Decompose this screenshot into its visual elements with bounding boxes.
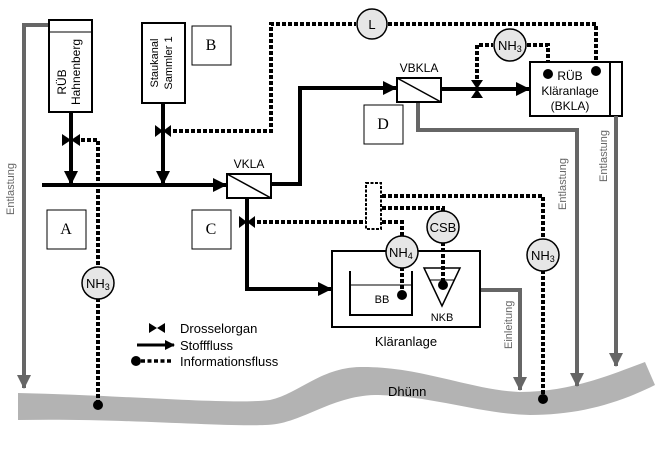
svg-text:Hahnenberg: Hahnenberg: [69, 39, 83, 105]
svg-text:BB: BB: [375, 294, 390, 306]
svg-text:B: B: [206, 37, 217, 54]
info-line-hahnenberg: [81, 138, 100, 268]
klaeranlage-label: Kläranlage: [375, 334, 437, 349]
discharge-line-vbkla: [416, 103, 584, 387]
sensor-nh4[interactable]: NH4: [385, 235, 419, 269]
discharge-line-left: [17, 23, 49, 389]
pipe-vkla-to-klaeranlage: [245, 198, 332, 296]
discharge-label-left: Entlastung: [5, 163, 17, 215]
sensor-dot-bkla-level: [591, 66, 601, 76]
sensor-nh3-top[interactable]: NH3: [493, 28, 527, 62]
info-line-controller-nh3-right: [382, 194, 545, 241]
svg-text:CSB: CSB: [430, 220, 457, 235]
controller-box: [365, 182, 382, 230]
pipe-vkla-to-vbkla: [271, 81, 397, 186]
info-line-nh3-top-valve: [475, 43, 493, 79]
svg-text:A: A: [60, 221, 72, 238]
svg-text:Sammler 1: Sammler 1: [163, 36, 175, 89]
svg-text:D: D: [377, 116, 389, 133]
sensor-dot-bkla-nh3: [543, 69, 553, 79]
sensor-dot-river-right: [538, 394, 548, 404]
einleitung-label: Einleitung: [503, 301, 515, 349]
splitter-vbkla: [396, 77, 442, 103]
zone-c-box: C: [191, 209, 232, 250]
discharge-label-mid: Entlastung: [557, 158, 569, 210]
svg-text:RÜB: RÜB: [55, 69, 69, 94]
zone-b-box: B: [191, 25, 232, 66]
legend: Drosselorgan Stofffluss Informationsflus…: [131, 321, 279, 369]
throttle-valve-hahnenberg[interactable]: [62, 134, 80, 146]
staukanal-sammler-tank: Staukanal Sammler 1: [141, 22, 186, 104]
discharge-label-right: Entlastung: [598, 130, 610, 182]
info-line-l-bkla: [388, 22, 598, 68]
svg-text:NKB: NKB: [431, 312, 454, 324]
sensor-csb[interactable]: CSB: [426, 210, 460, 244]
info-line-controller-nh4: [382, 220, 404, 237]
throttle-valve-staukanal[interactable]: [155, 125, 171, 137]
legend-information-flow-icon: [131, 356, 172, 366]
river-label: Dhünn: [388, 384, 426, 399]
sensor-nh3-right[interactable]: NH3: [526, 238, 560, 272]
sensor-dot-river-left: [93, 400, 103, 410]
legend-throttle-label: Drosselorgan: [180, 321, 257, 336]
svg-text:NH3: NH3: [531, 248, 555, 264]
vkla-label: VKLA: [234, 157, 265, 171]
sensor-nh3-left[interactable]: NH3: [81, 266, 115, 300]
legend-throttle-icon: [149, 323, 165, 333]
rueb-hahnenberg-tank: RÜB Hahnenberg: [48, 19, 93, 113]
river-dhuenn: [18, 362, 655, 426]
splitter-vkla: [226, 173, 272, 199]
throttle-valve-vkla[interactable]: [239, 216, 255, 228]
zone-a-box: A: [46, 209, 87, 250]
svg-text:RÜB: RÜB: [557, 69, 582, 83]
svg-text:NH3: NH3: [86, 276, 110, 292]
svg-text:NH4: NH4: [389, 245, 413, 261]
svg-text:NH3: NH3: [498, 38, 522, 54]
info-line-controller-csb: [382, 206, 445, 212]
svg-text:C: C: [206, 221, 217, 238]
sensor-level-l[interactable]: L: [356, 8, 388, 40]
sensor-dot-bb: [397, 290, 407, 300]
svg-text:(BKLA): (BKLA): [551, 99, 590, 113]
svg-text:L: L: [368, 17, 375, 32]
info-line-l-staukanal: [173, 22, 356, 133]
discharge-line-einleitung: [481, 288, 527, 391]
zone-d-box: D: [363, 104, 404, 145]
legend-information-flow-label: Informationsfluss: [180, 354, 279, 369]
rueb-klaeranlage-tank: RÜB Kläranlage (BKLA): [529, 61, 623, 117]
svg-text:Staukanal: Staukanal: [149, 39, 161, 88]
throttle-valve-vbkla[interactable]: [471, 80, 483, 98]
vbkla-label: VBKLA: [400, 61, 439, 75]
sensor-dot-nkb: [438, 280, 448, 290]
svg-text:Kläranlage: Kläranlage: [541, 84, 599, 98]
legend-material-flow-label: Stofffluss: [180, 338, 233, 353]
